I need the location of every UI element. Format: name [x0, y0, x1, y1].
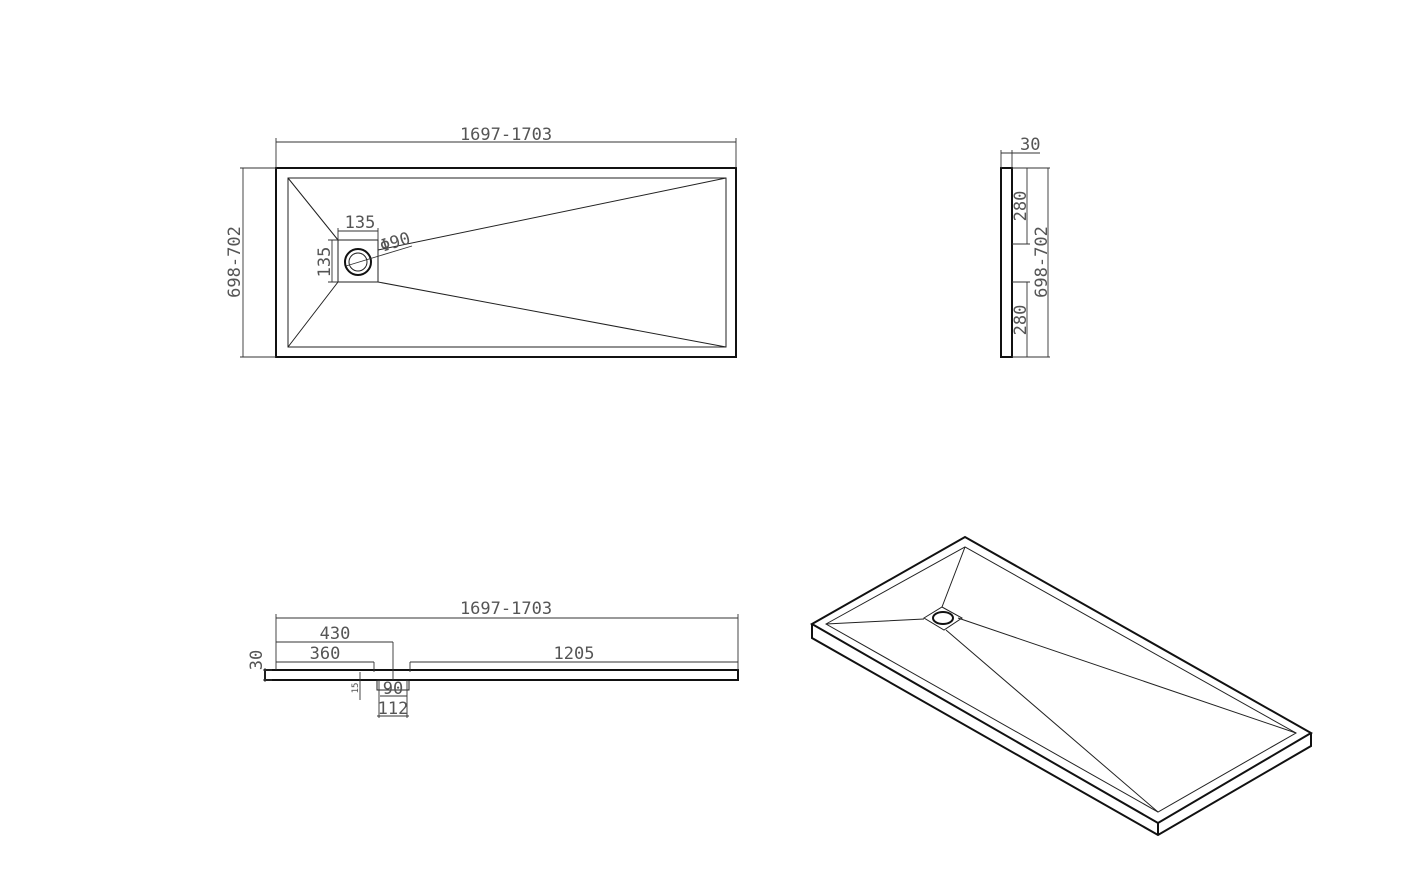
tray-inner-edge — [287, 177, 727, 348]
to-edge-label: 360 — [310, 644, 341, 664]
thickness-label: 30 — [1020, 135, 1040, 155]
front-length-label: 1697-1703 — [460, 599, 552, 619]
iso-drain-circle — [932, 611, 954, 625]
iso-sides — [811, 624, 1312, 837]
drain-circle — [344, 248, 372, 276]
iso-inner-edge — [824, 546, 1298, 813]
thickness-dimension-line — [1000, 150, 1040, 168]
front-thickness-label: 30 — [247, 650, 267, 670]
remaining-label: 1205 — [554, 644, 595, 664]
drain-width-label: 135 — [345, 213, 376, 233]
drain-dimensions — [377, 680, 409, 718]
length-dimension-line — [275, 138, 737, 168]
drain-inner-circle — [348, 252, 368, 272]
isometric-view — [809, 535, 1314, 837]
to-center-label: 430 — [320, 624, 351, 644]
to-center-dimension — [276, 641, 394, 680]
drain-inner-label: 90 — [383, 679, 403, 699]
iso-drain-square — [923, 606, 963, 631]
depth-label: 15 — [351, 683, 361, 694]
width-dimension-line — [240, 167, 276, 358]
side-dimension-lines — [1012, 167, 1050, 358]
length-label: 1697-1703 — [460, 125, 552, 145]
slope-lines — [287, 177, 727, 348]
front-view: 1697-1703 430 360 1205 30 15 90 112 — [247, 599, 739, 719]
edge-dimensions — [276, 661, 738, 672]
width-label: 698-702 — [225, 226, 245, 298]
drain-outer-label: 112 — [378, 699, 409, 719]
drain-diameter-label: Φ90 — [378, 229, 413, 257]
side-width-label: 698-702 — [1032, 226, 1052, 298]
drain-height-label: 135 — [315, 247, 335, 278]
drain-dimension-lines — [328, 228, 379, 283]
iso-slope-lines — [825, 546, 1297, 813]
front-thickness-dimension — [263, 668, 272, 682]
drain-square — [337, 239, 379, 283]
lower-label: 280 — [1011, 305, 1031, 336]
top-view: 1697-1703 698-702 135 135 Φ90 — [225, 125, 737, 358]
tray-outline — [275, 167, 737, 358]
tray-elevation — [264, 669, 739, 681]
diameter-leader — [345, 245, 413, 267]
upper-label: 280 — [1011, 191, 1031, 222]
tray-section — [1000, 167, 1013, 358]
side-view: 30 280 280 698-702 — [1000, 135, 1052, 358]
